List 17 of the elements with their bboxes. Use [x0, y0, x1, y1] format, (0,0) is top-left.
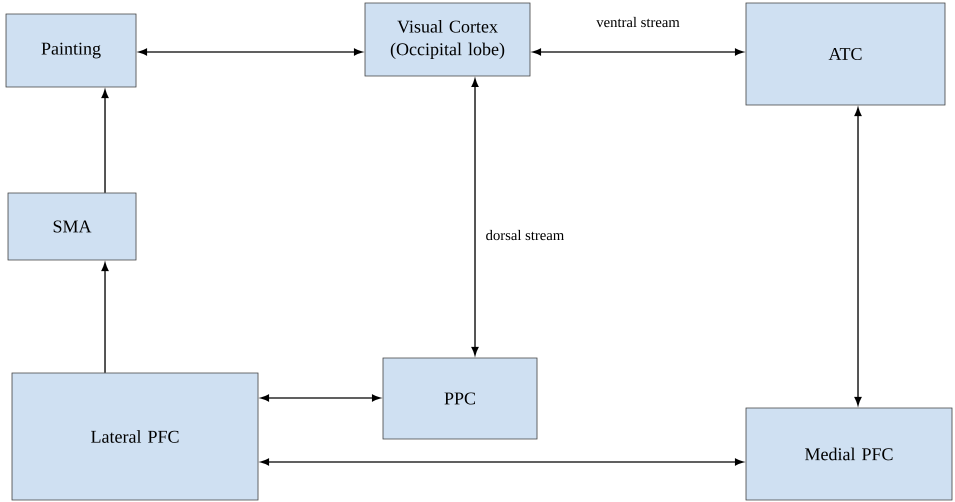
brain-region-box: PPC — [382, 358, 538, 440]
edge-label: ventral stream — [596, 16, 680, 28]
arrow — [260, 394, 381, 402]
edge-label: dorsal stream — [486, 230, 564, 240]
brain-region-box: Medial PFC — [746, 408, 952, 500]
arrow — [102, 262, 109, 373]
brain-region-box: Visual Cortex (Occipital lobe) — [364, 2, 530, 76]
arrow — [138, 48, 363, 56]
brain-region-box: Lateral PFC — [12, 372, 258, 500]
brain-region-box: SMA — [8, 192, 136, 260]
arrow — [854, 107, 862, 406]
brain-region-box: Painting — [6, 14, 136, 88]
arrow — [472, 78, 479, 356]
arrow — [260, 458, 744, 466]
brain-region-box: ATC — [746, 2, 946, 106]
arrow — [102, 89, 109, 193]
arrow — [532, 48, 744, 56]
